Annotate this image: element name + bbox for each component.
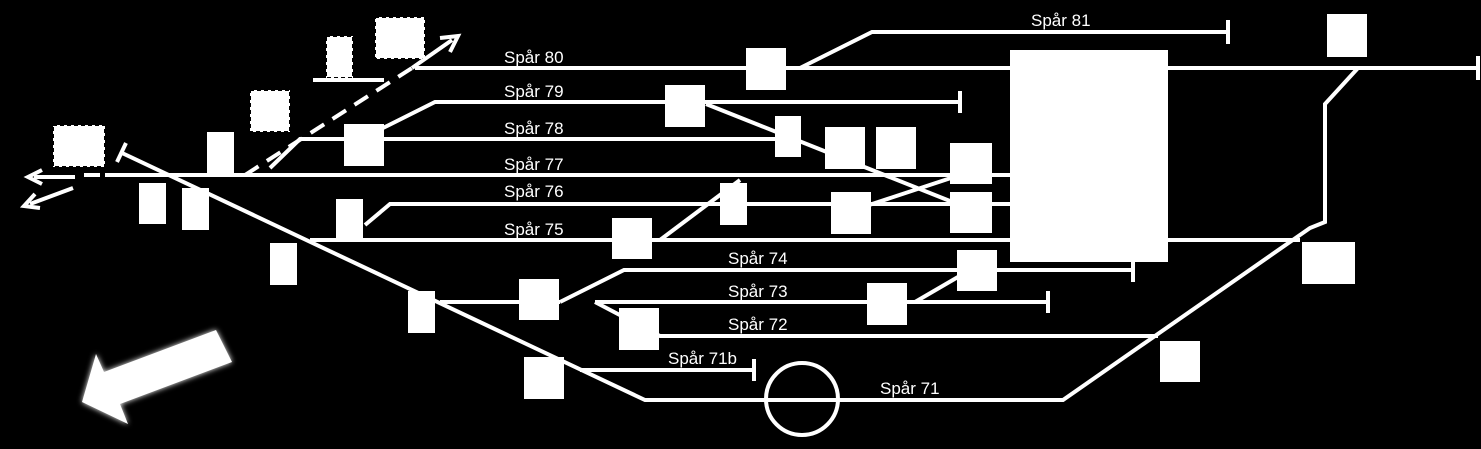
track-label-75: Spår 75	[504, 220, 564, 239]
track-79-line	[382, 100, 960, 130]
block	[950, 192, 992, 233]
block	[825, 127, 865, 169]
exit-arrow-icon	[19, 168, 96, 210]
block	[957, 250, 997, 291]
block	[524, 357, 564, 399]
track-label-78: Spår 78	[504, 119, 564, 138]
planned-track	[243, 33, 462, 177]
block	[408, 291, 435, 333]
track-labels: Spår 81 Spår 80 Spår 79 Spår 78 Spår 77 …	[504, 11, 1091, 398]
block	[344, 124, 384, 166]
block	[876, 127, 916, 169]
block	[139, 183, 166, 224]
track-label-79: Spår 79	[504, 82, 564, 101]
track-label-74: Spår 74	[728, 249, 788, 268]
track-71-line	[119, 66, 1360, 402]
signal-blocks	[52, 14, 1367, 399]
block	[336, 199, 363, 240]
planned-block	[52, 124, 106, 168]
block	[270, 243, 297, 285]
block	[775, 116, 801, 157]
track-label-80: Spår 80	[504, 48, 564, 67]
block	[665, 85, 705, 127]
exit-arrow-icon	[410, 33, 462, 70]
block	[619, 308, 659, 350]
block	[519, 279, 559, 320]
block	[612, 218, 652, 259]
planned-block	[249, 89, 291, 133]
track-81-line	[799, 30, 1228, 70]
track-label-71: Spår 71	[880, 379, 940, 398]
track-label-71b: Spår 71b	[668, 349, 737, 368]
track-label-72: Spår 72	[728, 315, 788, 334]
track-76-line	[363, 202, 1010, 227]
turntable-circle-icon	[764, 361, 840, 437]
track-label-77: Spår 77	[504, 155, 564, 174]
planned-block	[325, 35, 354, 79]
block	[207, 132, 234, 175]
block	[1160, 341, 1200, 382]
block	[720, 183, 747, 225]
depot-building	[1010, 50, 1168, 262]
block	[746, 48, 786, 90]
track-72-line	[594, 300, 1158, 338]
block	[867, 283, 907, 325]
track-label-76: Spår 76	[504, 182, 564, 201]
block	[1327, 14, 1367, 57]
planned-block	[374, 16, 426, 60]
block	[950, 143, 992, 184]
track-label-73: Spår 73	[728, 282, 788, 301]
direction-arrow-icon	[82, 330, 232, 424]
block	[1302, 242, 1355, 284]
block	[831, 192, 871, 234]
track-label-81: Spår 81	[1031, 11, 1091, 30]
block	[182, 188, 209, 230]
